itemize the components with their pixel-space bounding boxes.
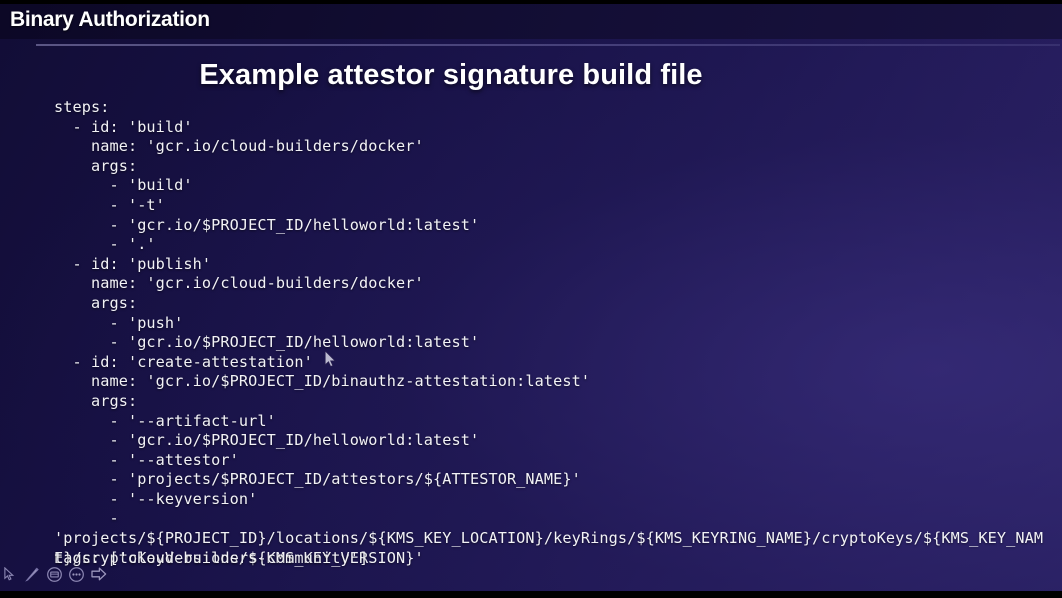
more-options-icon[interactable]: [66, 565, 87, 584]
pen-icon[interactable]: [22, 565, 43, 584]
code-line: - 'build': [54, 176, 193, 195]
code-line: -: [54, 509, 128, 528]
slide-header-band: [0, 4, 1062, 39]
code-line: name: 'gcr.io/$PROJECT_ID/binauthz-attes…: [54, 372, 591, 391]
code-line: args:: [54, 293, 138, 312]
code-line: - '--artifact-url': [54, 411, 276, 430]
code-line: args:: [54, 391, 138, 410]
code-line: - '.': [54, 235, 156, 254]
letterbox-top-bar: [0, 0, 1062, 4]
presenter-toolbar[interactable]: [0, 564, 109, 584]
slide-header-title: Binary Authorization: [10, 8, 210, 31]
page-title: Example attestor signature build file: [0, 59, 1062, 92]
slide-menu-icon[interactable]: [44, 565, 65, 584]
code-line: - '-t': [54, 195, 165, 214]
code-line: - '--attestor': [54, 450, 239, 469]
code-line: - '--keyversion': [54, 489, 258, 508]
code-line: - id: 'publish': [54, 254, 212, 273]
code-line-tags: tags: ['cloud-builders-community']: [54, 548, 369, 567]
code-line-wrapped-kms-path: 'projects/${PROJECT_ID}/locations/${KMS_…: [54, 529, 1044, 567]
letterbox-bottom-bar: [0, 591, 1062, 598]
code-line: name: 'gcr.io/cloud-builders/docker': [54, 137, 424, 156]
code-line: - id: 'create-attestation': [54, 352, 313, 371]
slide-canvas: Binary Authorization Example attestor si…: [0, 4, 1062, 592]
code-line: - 'projects/$PROJECT_ID/attestors/${ATTE…: [54, 470, 581, 489]
code-block: steps: - id: 'build' name: 'gcr.io/cloud…: [54, 98, 1044, 568]
code-line: name: 'gcr.io/cloud-builders/docker': [54, 274, 424, 293]
code-line: - 'gcr.io/$PROJECT_ID/helloworld:latest': [54, 215, 480, 234]
code-line: - 'gcr.io/$PROJECT_ID/helloworld:latest': [54, 333, 480, 352]
code-line: args:: [54, 156, 138, 175]
code-line: - 'gcr.io/$PROJECT_ID/helloworld:latest': [54, 431, 480, 450]
code-line: steps:: [54, 98, 110, 116]
pointer-icon[interactable]: [0, 565, 21, 584]
code-line: - id: 'build': [54, 117, 193, 136]
header-divider-rule: [36, 44, 1060, 46]
code-line: - 'push': [54, 313, 184, 332]
next-slide-arrow-icon[interactable]: [88, 565, 109, 584]
page-title-text: Example attestor signature build file: [199, 59, 703, 91]
